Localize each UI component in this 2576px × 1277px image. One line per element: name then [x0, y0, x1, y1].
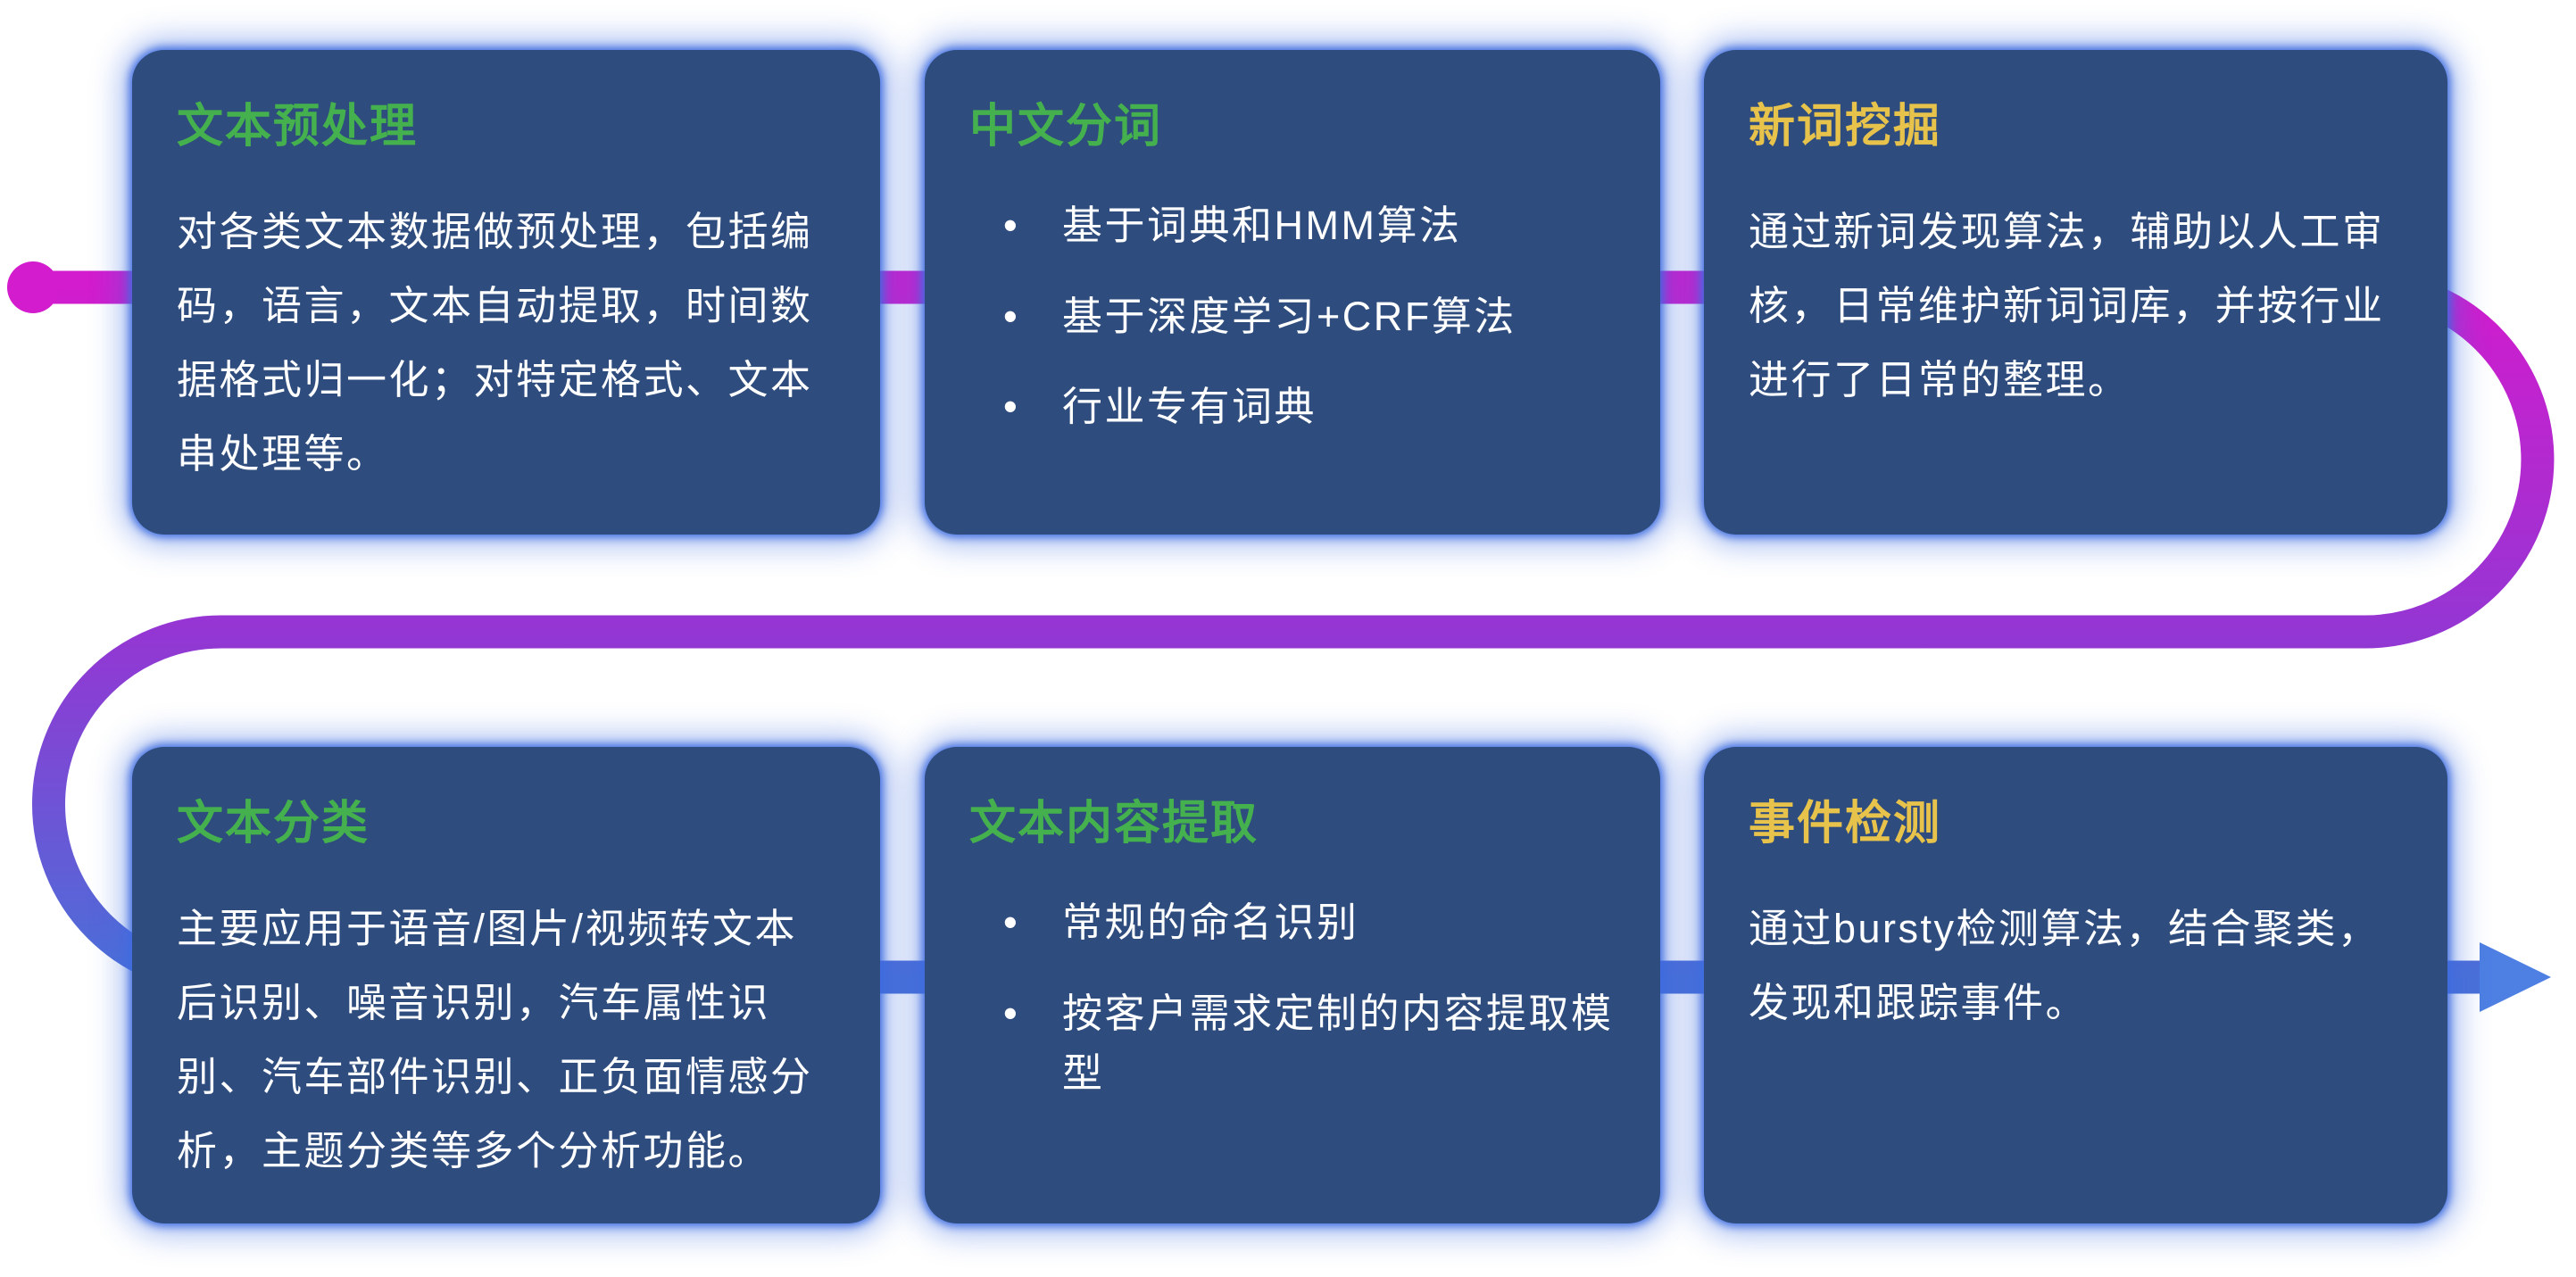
- card-chinese-word-segmentation: 中文分词 基于词典和HMM算法 基于深度学习+CRF算法 行业专有词典: [925, 50, 1660, 535]
- flow-start-dot-icon: [7, 261, 59, 313]
- bullet-item: 常规的命名识别: [969, 892, 1616, 953]
- bullet-item: 按客户需求定制的内容提取模型: [969, 983, 1616, 1104]
- card-title: 文本内容提取: [969, 798, 1259, 850]
- card-body-text: 主要应用于语音/图片/视频转文本后识别、噪音识别，汽车属性识别、汽车部件识别、正…: [177, 906, 813, 1173]
- card-body-text: 通过新词发现算法，辅助以人工审核，日常维护新词词库，并按行业进行了日常的整理。: [1749, 209, 2385, 402]
- card-text-content-extraction: 文本内容提取 常规的命名识别 按客户需求定制的内容提取模型: [925, 747, 1660, 1223]
- card-title: 中文分词: [969, 101, 1163, 153]
- flow-line: [32, 270, 2555, 994]
- card-title: 文本预处理: [177, 101, 419, 153]
- card-text-classification: 文本分类 主要应用于语音/图片/视频转文本后识别、噪音识别，汽车属性识别、汽车部…: [132, 747, 880, 1223]
- flow-arrow-icon: [2480, 942, 2551, 1012]
- card-text-preprocessing: 文本预处理 对各类文本数据做预处理，包括编码，语言，文本自动提取，时间数据格式归…: [132, 50, 880, 535]
- card-body-text: 通过bursty检测算法，结合聚类，发现和跟踪事件。: [1749, 906, 2381, 1026]
- card-new-word-mining: 新词挖掘 通过新词发现算法，辅助以人工审核，日常维护新词词库，并按行业进行了日常…: [1704, 50, 2447, 535]
- card-bullet-list: 基于词典和HMM算法 基于深度学习+CRF算法 行业专有词典: [969, 195, 1616, 437]
- card-body-text: 对各类文本数据做预处理，包括编码，语言，文本自动提取，时间数据格式归一化；对特定…: [177, 209, 813, 477]
- card-title: 事件检测: [1749, 798, 1942, 850]
- card-title: 文本分类: [177, 798, 370, 850]
- bullet-item: 基于词典和HMM算法: [969, 195, 1616, 256]
- card-title: 新词挖掘: [1749, 101, 1942, 153]
- card-bullet-list: 常规的命名识别 按客户需求定制的内容提取模型: [969, 892, 1616, 1104]
- card-event-detection: 事件检测 通过bursty检测算法，结合聚类，发现和跟踪事件。: [1704, 747, 2447, 1223]
- bullet-item: 行业专有词典: [969, 377, 1616, 437]
- bullet-item: 基于深度学习+CRF算法: [969, 286, 1616, 347]
